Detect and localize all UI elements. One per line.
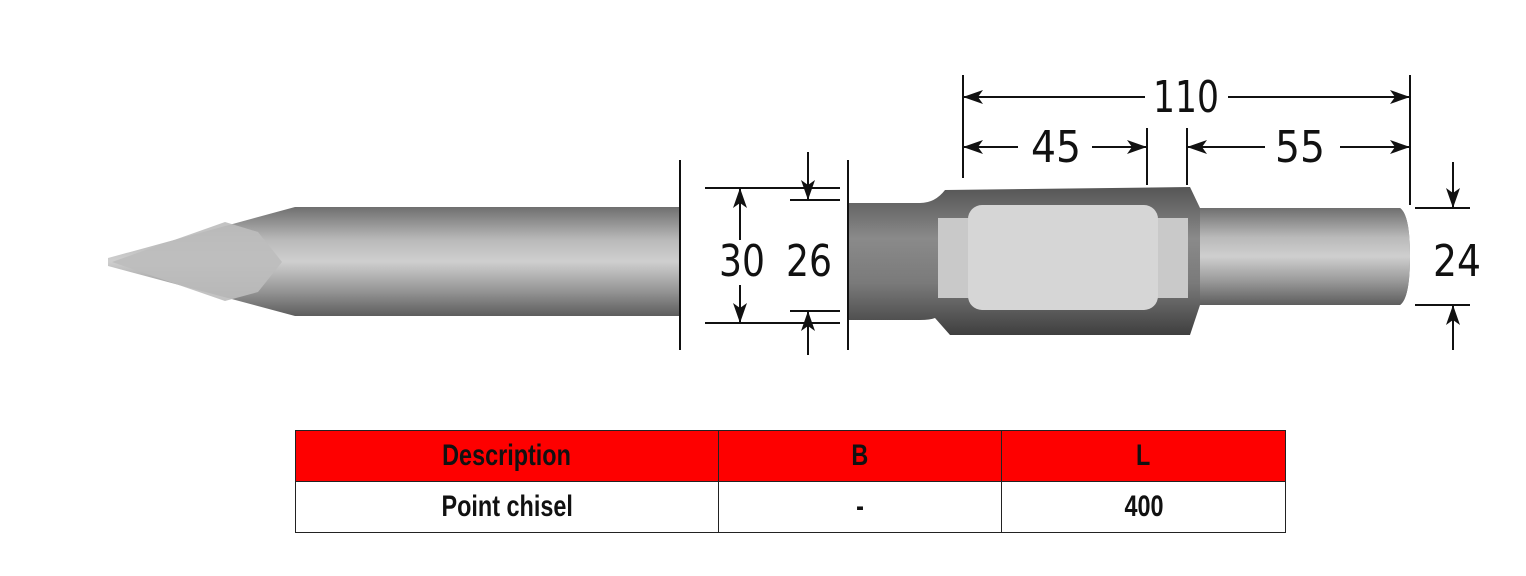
table-header-row: Description B L (295, 430, 1286, 482)
dim-110: 110 (1153, 72, 1219, 123)
dim-55: 55 (1275, 122, 1325, 173)
point-facet (112, 222, 282, 301)
dim-30: 30 (719, 236, 765, 287)
chisel-body (108, 187, 1410, 335)
table-row: Point chisel - 400 (295, 481, 1286, 533)
dimension-labels: 110 45 55 30 26 24 (719, 72, 1481, 287)
collar-window (968, 205, 1158, 310)
header-b: B (717, 430, 1003, 482)
spec-table: Description B L Point chisel - 400 (295, 430, 1286, 533)
dim-45: 45 (1031, 122, 1081, 173)
dim-24: 24 (1433, 236, 1481, 287)
cell-l: 400 (1001, 481, 1286, 533)
cell-b: - (717, 481, 1003, 533)
cell-description: Point chisel (295, 481, 719, 533)
dimension-lines (679, 75, 1470, 355)
shank-end (1200, 208, 1410, 305)
header-l: L (1001, 430, 1286, 482)
dim-26: 26 (786, 236, 832, 287)
header-description: Description (295, 430, 719, 482)
